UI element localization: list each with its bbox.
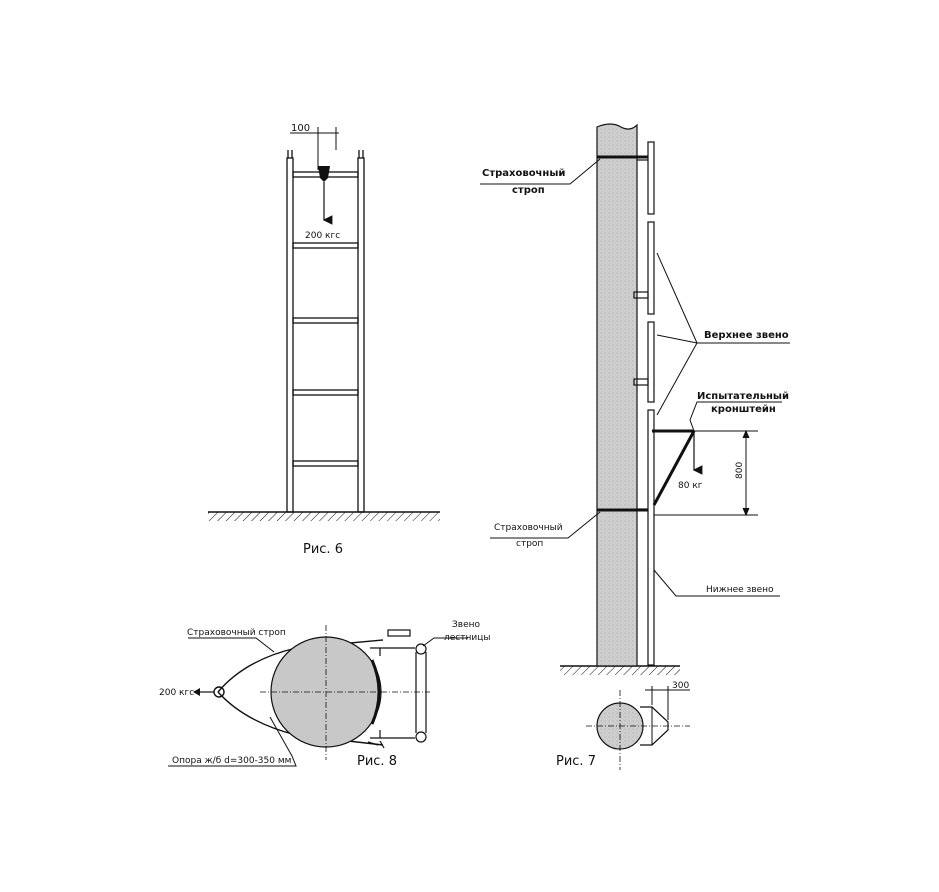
lower-link-label: Нижнее звено: [706, 585, 774, 595]
pole-section-fig8: [260, 625, 430, 760]
test-bracket: [652, 429, 703, 506]
load-label-fig6: 200 кгс: [305, 231, 340, 241]
sling-top-label-2: строп: [512, 185, 545, 196]
dimension-100: [290, 127, 339, 170]
leaders-fig8: [168, 637, 468, 767]
sling-eye: [213, 686, 225, 698]
figure-6: 100 200 кгс Рис. 6: [208, 123, 440, 557]
ladder-section-fig8: [367, 629, 427, 749]
dimension-100-label: 100: [291, 123, 310, 134]
ladder-link-label-2: лестницы: [444, 633, 490, 643]
upper-link-label: Верхнее звено: [704, 330, 789, 341]
concrete-pole: [596, 123, 638, 667]
leader-sling-bottom: [490, 511, 601, 539]
leader-lower-link: [653, 569, 780, 597]
sling-label-fig8: Страховочный строп: [187, 628, 286, 638]
load-weight-fig6: [318, 166, 333, 225]
sling-bottom-label-1: Страховочный: [494, 523, 563, 533]
plan-view-fig7: [586, 686, 690, 770]
load-label-fig8: 200 кгс: [159, 688, 194, 698]
ladder-fig7: [633, 141, 655, 666]
leader-bracket: [689, 401, 782, 432]
ladder-link-label-1: Звено: [452, 620, 480, 630]
caption-fig7: Рис. 7: [556, 754, 596, 769]
support-label: Опора ж/б d=300-350 мм: [172, 756, 291, 766]
leader-sling-top: [480, 158, 601, 185]
sling-bottom-label-2: строп: [516, 539, 543, 549]
dimension-300-label: 300: [672, 681, 689, 691]
ladder-fig6: [286, 150, 365, 513]
ground-fig6: [208, 511, 440, 521]
caption-fig8: Рис. 8: [357, 754, 397, 769]
leader-upper-link: [656, 252, 790, 416]
figure-7: 80 кг 800 Страховочный строп Верхнее зве…: [480, 123, 790, 770]
load-label-fig7: 80 кг: [678, 481, 703, 491]
sling-top-label-1: Страховочный: [482, 168, 565, 179]
caption-fig6: Рис. 6: [303, 542, 343, 557]
dimension-800: [654, 429, 758, 517]
bracket-label-2: кронштейн: [711, 404, 776, 415]
dimension-800-label: 800: [735, 462, 745, 479]
figure-8: 200 кгс Страховочный строп Звено лестниц…: [159, 620, 490, 769]
ground-fig7: [560, 665, 680, 675]
bracket-label-1: Испытательный: [697, 391, 789, 402]
